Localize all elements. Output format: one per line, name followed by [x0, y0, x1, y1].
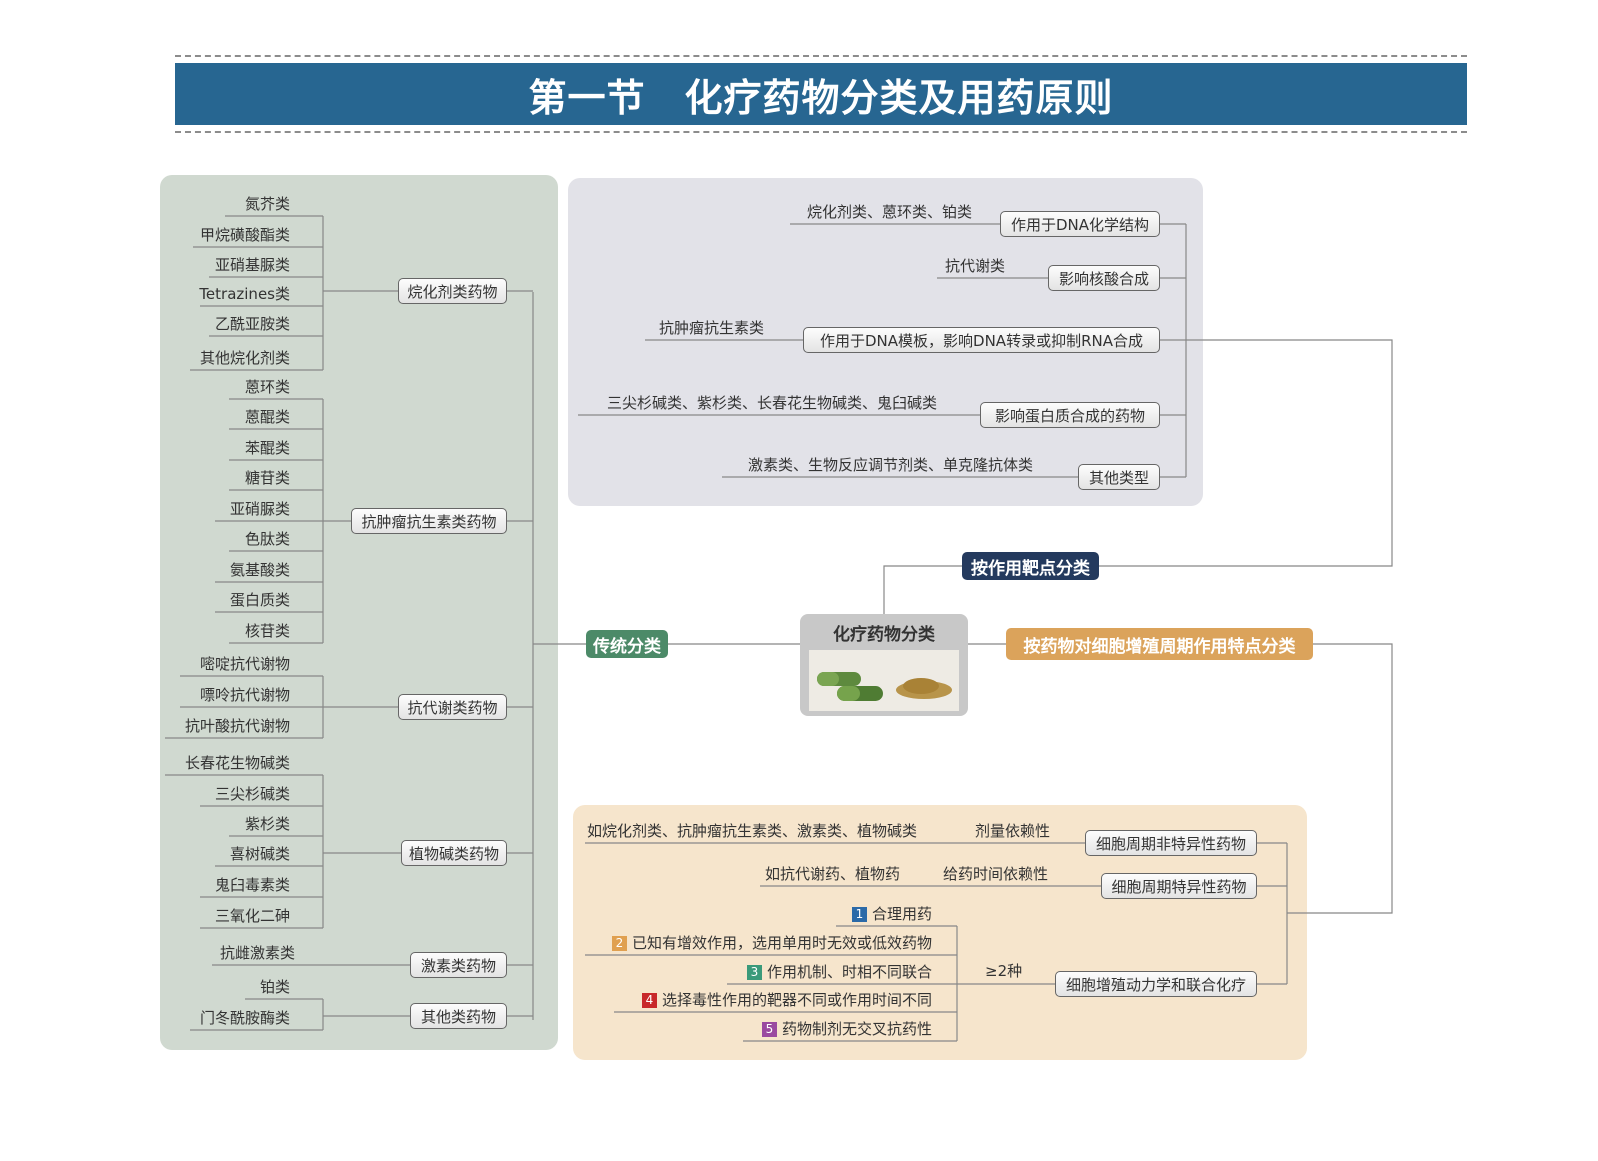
- list-item: 长春花生物碱类: [184, 754, 290, 772]
- cycle-node-combination[interactable]: 细胞增殖动力学和联合化疗: [1055, 971, 1257, 997]
- target-detail: 烷化剂类、蒽环类、铂类: [806, 203, 972, 221]
- list-item: 喜树碱类: [229, 845, 290, 863]
- number-badge: 1: [851, 907, 867, 922]
- principle-text: 药物制剂无交叉抗药性: [781, 1020, 932, 1038]
- list-item: 核苷类: [244, 622, 290, 640]
- target-node-protein[interactable]: 影响蛋白质合成的药物: [980, 402, 1160, 428]
- list-item: 三尖杉碱类: [214, 785, 290, 803]
- list-item: 嘧啶抗代谢物: [199, 655, 290, 673]
- traditional-branch-node[interactable]: 传统分类: [586, 630, 668, 658]
- cycle-node-nonspecific[interactable]: 细胞周期非特异性药物: [1085, 830, 1257, 856]
- list-item: 铂类: [259, 978, 290, 996]
- cycle-node-specific[interactable]: 细胞周期特异性药物: [1101, 873, 1257, 899]
- number-badge: 4: [641, 993, 657, 1008]
- principle-item: 2 已知有增效作用，选用单用时无效或低效药物: [580, 933, 932, 953]
- principle-item: 5 药物制剂无交叉抗药性: [580, 1019, 932, 1039]
- list-item: 其他烷化剂类: [199, 349, 290, 367]
- target-node-dna-template[interactable]: 作用于DNA模板，影响DNA转录或抑制RNA合成: [803, 327, 1160, 353]
- principle-text: 选择毒性作用的靶器不同或作用时间不同: [661, 991, 932, 1009]
- list-item: Tetrazines类: [199, 285, 290, 303]
- list-item: 乙酰亚胺类: [214, 315, 290, 333]
- list-item: 门冬酰胺酶类: [199, 1009, 290, 1027]
- cycle-note: 剂量依赖性: [975, 822, 1051, 840]
- page-title: 第一节 化疗药物分类及用药原则: [175, 63, 1467, 125]
- cycle-note: 给药时间依赖性: [943, 865, 1049, 883]
- principle-item: 1 合理用药: [580, 904, 932, 924]
- principle-text: 合理用药: [871, 905, 932, 923]
- list-item: 抗叶酸抗代谢物: [184, 717, 290, 735]
- list-item: 蒽醌类: [244, 408, 290, 426]
- line-center-target: [883, 565, 962, 614]
- cycle-detail: 如烷化剂类、抗肿瘤抗生素类、激素类、植物碱类: [587, 822, 918, 840]
- list-item: 亚硝基脲类: [214, 256, 290, 274]
- center-label: 化疗药物分类: [833, 625, 935, 645]
- list-item: 蛋白质类: [229, 591, 290, 609]
- capsule-image: [809, 650, 959, 711]
- target-node-other[interactable]: 其他类型: [1078, 464, 1160, 490]
- group-antibiotics[interactable]: 抗肿瘤抗生素类药物: [351, 508, 507, 534]
- list-item: 糖苷类: [244, 469, 290, 487]
- number-badge: 3: [746, 965, 762, 980]
- list-item: 紫杉类: [244, 815, 290, 833]
- group-alkylating[interactable]: 烷化剂类药物: [398, 278, 507, 304]
- list-item: 亚硝脲类: [229, 500, 290, 518]
- list-item: 鬼臼毒素类: [214, 876, 290, 894]
- group-hormones[interactable]: 激素类药物: [410, 952, 507, 978]
- principle-item: 4 选择毒性作用的靶器不同或作用时间不同: [580, 990, 932, 1010]
- list-item: 色肽类: [244, 530, 290, 548]
- center-node: 化疗药物分类: [800, 614, 968, 716]
- group-antimetabolites[interactable]: 抗代谢类药物: [398, 694, 507, 720]
- list-item: 氮芥类: [244, 195, 290, 213]
- title-divider-bottom: [175, 131, 1467, 133]
- number-badge: 2: [611, 936, 627, 951]
- list-item: 甲烷磺酸酯类: [199, 226, 290, 244]
- principle-text: 已知有增效作用，选用单用时无效或低效药物: [631, 934, 932, 952]
- list-item: 蒽环类: [244, 378, 290, 396]
- target-node-dna-structure[interactable]: 作用于DNA化学结构: [1000, 211, 1160, 237]
- list-item: 嘌呤抗代谢物: [199, 686, 290, 704]
- target-detail: 激素类、生物反应调节剂类、单克隆抗体类: [747, 456, 1033, 474]
- list-item: 苯醌类: [244, 439, 290, 457]
- line-cycle-trunk: [1287, 643, 1393, 914]
- group-others[interactable]: 其他类药物: [410, 1003, 507, 1029]
- cycle-branch-node[interactable]: 按药物对细胞增殖周期作用特点分类: [1006, 628, 1313, 660]
- combination-connector: ≥2种: [985, 962, 1023, 980]
- target-branch-node[interactable]: 按作用靶点分类: [962, 552, 1099, 580]
- line-target-trunk: [1097, 339, 1393, 567]
- title-divider-top: [175, 55, 1467, 57]
- target-detail: 三尖杉碱类、紫杉类、长春花生物碱类、鬼臼碱类: [606, 394, 937, 412]
- target-detail: 抗肿瘤抗生素类: [658, 319, 764, 337]
- target-node-nucleic-acid[interactable]: 影响核酸合成: [1048, 265, 1160, 291]
- number-badge: 5: [761, 1022, 777, 1037]
- group-plant-alkaloids[interactable]: 植物碱类药物: [401, 840, 507, 866]
- principle-text: 作用机制、时相不同联合: [766, 963, 932, 981]
- target-detail: 抗代谢类: [944, 257, 1005, 275]
- list-item: 抗雌激素类: [219, 944, 295, 962]
- list-item: 氨基酸类: [229, 561, 290, 579]
- cycle-detail: 如抗代谢药、植物药: [765, 865, 901, 883]
- list-item: 三氧化二砷: [214, 907, 290, 925]
- principle-item: 3 作用机制、时相不同联合: [580, 962, 932, 982]
